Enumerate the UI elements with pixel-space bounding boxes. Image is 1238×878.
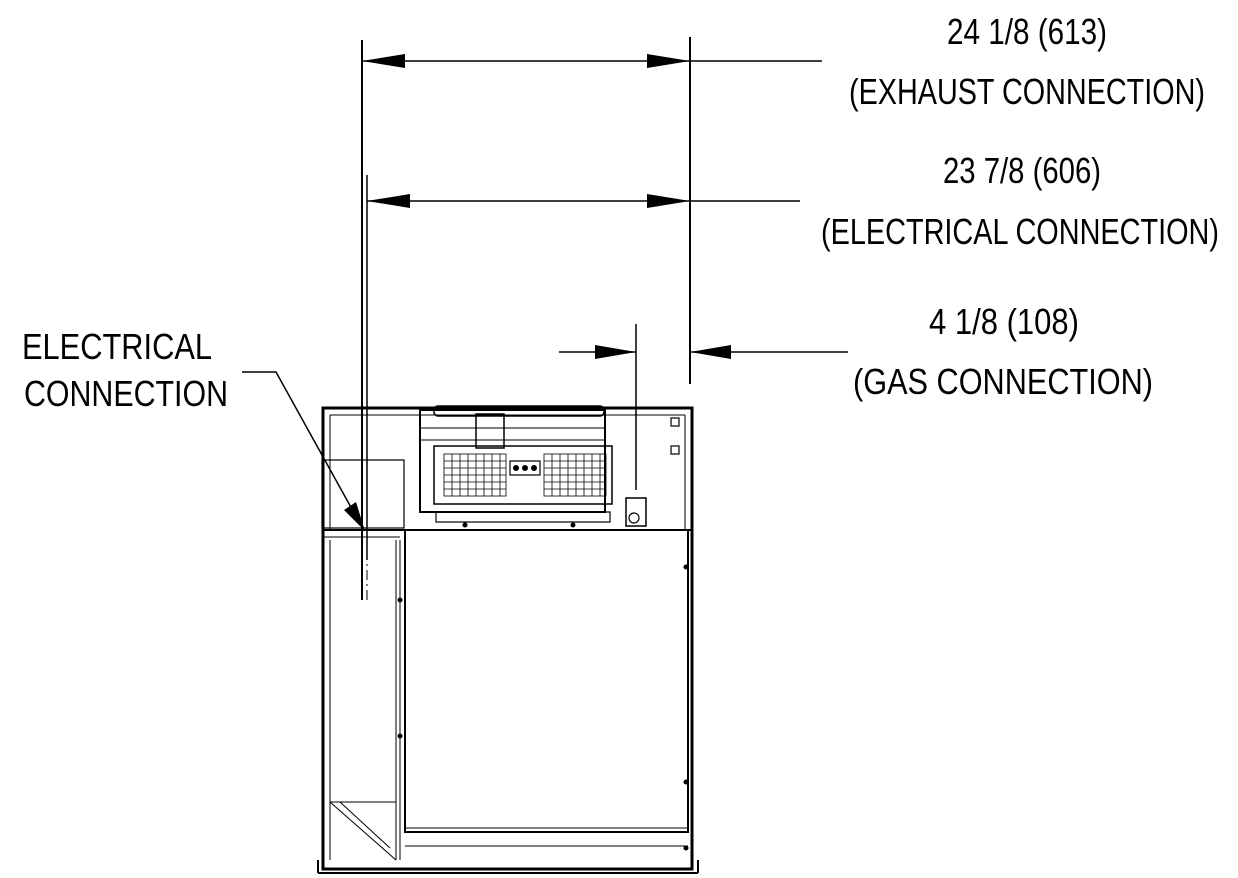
- fastener: [397, 597, 403, 603]
- appliance-body: [317, 405, 699, 874]
- cabinet-outline: [321, 406, 694, 871]
- dimension-note-gas: (GAS CONNECTION): [853, 361, 1153, 402]
- knob-plate: [509, 460, 541, 476]
- fastener: [683, 564, 689, 570]
- leader-line: [242, 371, 359, 521]
- callout-line-1: ELECTRICAL: [22, 326, 212, 367]
- arrowhead-left-gas: [595, 345, 636, 359]
- front-door-panel: [404, 529, 689, 833]
- housing-base-plate: [435, 511, 611, 523]
- dimension-value-exhaust: 24 1/8 (613): [947, 11, 1107, 52]
- left-channel-diagonal: [329, 801, 397, 861]
- control-knob-2: [522, 465, 528, 471]
- arrowhead-right-exhaust: [647, 54, 690, 68]
- indicator-square: [670, 445, 680, 455]
- dimension-exhaust: 24 1/8 (613) (EXHAUST CONNECTION): [361, 11, 1205, 600]
- control-housing-top-bar: [433, 405, 605, 417]
- fastener: [462, 522, 468, 528]
- vent-grille-right: [543, 453, 607, 497]
- dimension-gas: 4 1/8 (108) (GAS CONNECTION): [559, 301, 1153, 490]
- fastener: [397, 733, 403, 739]
- callout-line-2: CONNECTION: [24, 373, 228, 414]
- arrowhead-left-exhaust: [362, 54, 405, 68]
- control-knob-3: [531, 465, 537, 471]
- dimension-note-electrical: (ELECTRICAL CONNECTION): [821, 211, 1219, 252]
- fastener: [628, 512, 640, 524]
- fastener: [683, 845, 689, 851]
- control-bracket: [475, 413, 505, 449]
- dimension-value-gas: 4 1/8 (108): [929, 301, 1079, 342]
- left-channel-diagonal-2: [339, 801, 391, 849]
- dimension-value-electrical: 23 7/8 (606): [943, 150, 1101, 191]
- electrical-junction-box: [321, 459, 405, 529]
- arrowhead-right-electrical: [647, 194, 690, 208]
- fastener: [683, 779, 689, 785]
- fastener: [570, 522, 576, 528]
- dimension-note-exhaust: (EXHAUST CONNECTION): [849, 71, 1205, 112]
- indicator-square: [670, 417, 680, 427]
- control-panel: [433, 445, 613, 505]
- arrowhead-right-gas: [690, 345, 731, 359]
- control-knob-1: [513, 465, 519, 471]
- arrowhead-left-electrical: [367, 194, 410, 208]
- vent-grille-left: [443, 453, 507, 497]
- callout-electrical-connection: ELECTRICAL CONNECTION: [22, 326, 365, 531]
- leader-arrowhead: [344, 502, 365, 531]
- dimension-electrical: 23 7/8 (606) (ELECTRICAL CONNECTION): [366, 150, 1219, 560]
- gas-fitting: [625, 497, 647, 527]
